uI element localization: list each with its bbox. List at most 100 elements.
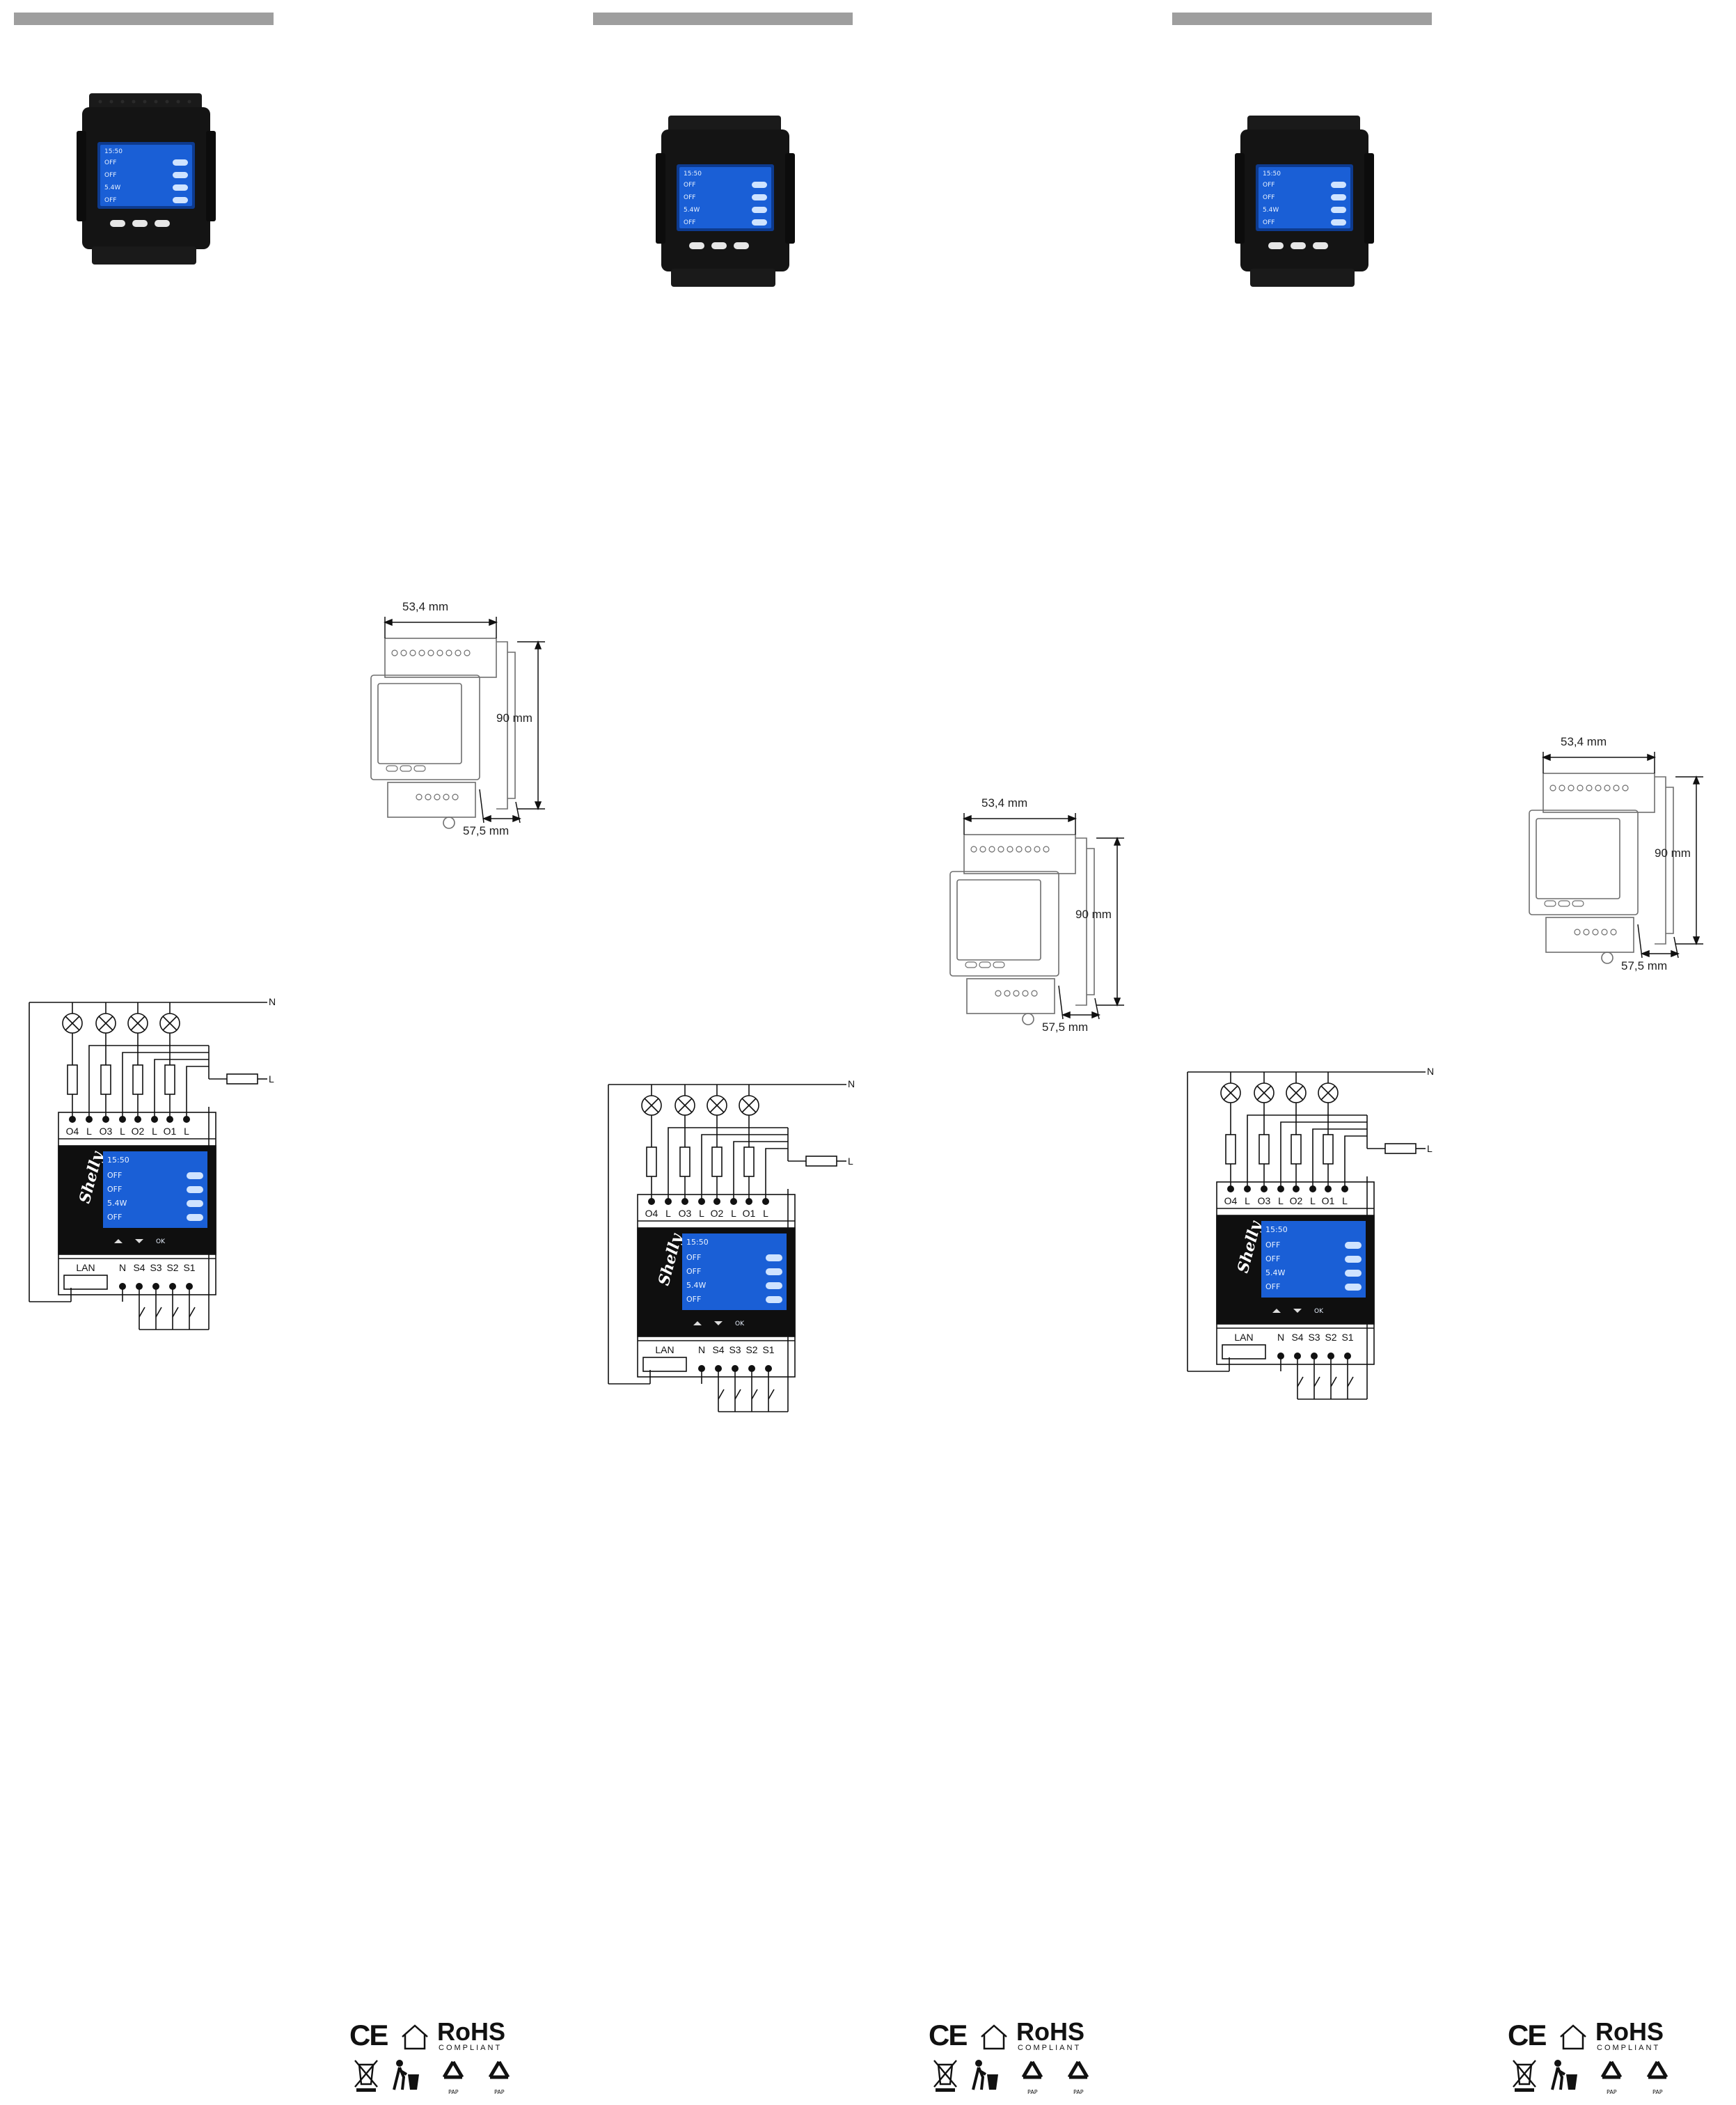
pap-label: PAP (1073, 2089, 1084, 2095)
terminal-o1: O1 (743, 1208, 756, 1219)
terminal-o3: O3 (1258, 1195, 1271, 1206)
lan-label: LAN (76, 1262, 95, 1273)
screen-time: 15:50 (1263, 171, 1281, 178)
certification-logos: CE RoHS COMPLIANT PAP PAP (1508, 2017, 1689, 2095)
screen-row-2: OFF (104, 172, 116, 179)
screen-time: 15:50 (684, 171, 702, 178)
terminal-s2: S2 (745, 1344, 757, 1355)
terminal-s3: S3 (150, 1262, 161, 1273)
terminal-o2: O2 (132, 1126, 145, 1137)
house-icon (1560, 2024, 1586, 2050)
terminal-l-1: L (1245, 1195, 1250, 1206)
width-label: 53,4 mm (1561, 735, 1607, 748)
screen-row-1: OFF (1265, 1240, 1280, 1249)
screen-row-4: OFF (107, 1213, 122, 1222)
pap-label: PAP (1027, 2089, 1038, 2095)
pap-label: PAP (448, 2089, 459, 2095)
screen-time: 15:50 (686, 1238, 709, 1247)
weee-bin-icon (1513, 2060, 1536, 2092)
terminal-s3: S3 (1308, 1332, 1320, 1343)
rohs-compliant: COMPLIANT (1018, 2044, 1082, 2052)
terminal-o4: O4 (645, 1208, 658, 1219)
terminal-n: N (698, 1344, 705, 1355)
screen-row-3: 5.4W (684, 207, 700, 214)
recycle-icon: PAP (1021, 2060, 1043, 2095)
terminal-l-4: L (184, 1126, 189, 1137)
recycle-icon: PAP (1600, 2060, 1623, 2095)
rohs-mark: RoHS (1016, 2017, 1084, 2046)
page-column-2: 15:50 OFF OFF 5.4W OFF (579, 0, 1157, 2105)
screen-row-4: OFF (1263, 219, 1275, 226)
terminal-s4: S4 (133, 1262, 145, 1273)
rohs-mark: RoHS (437, 2017, 505, 2046)
ce-mark: CE (1508, 2019, 1547, 2051)
terminal-l-4: L (1342, 1195, 1348, 1206)
neutral-label: N (269, 996, 276, 1007)
terminal-l-4: L (763, 1208, 768, 1219)
terminal-l-1: L (86, 1126, 92, 1137)
terminal-s2: S2 (166, 1262, 178, 1273)
terminal-s4: S4 (1291, 1332, 1303, 1343)
device-photo: 15:50 OFF OFF 5.4W OFF (656, 111, 795, 292)
screen-row-2: OFF (684, 194, 695, 201)
header-bar (593, 13, 853, 25)
recycle-icon: PAP (1646, 2060, 1668, 2095)
terminal-l-2: L (699, 1208, 704, 1219)
house-icon (402, 2024, 428, 2050)
terminal-o1: O1 (164, 1126, 177, 1137)
dimensions-drawing: 53,4 mm 90 mm 57,5 mm (1517, 735, 1719, 972)
screen-row-4: OFF (104, 197, 116, 204)
line-label: L (1427, 1143, 1433, 1154)
pap-label: PAP (1607, 2089, 1617, 2095)
tidy-man-icon (393, 2060, 419, 2090)
terminal-o4: O4 (66, 1126, 79, 1137)
header-bar (1172, 13, 1432, 25)
terminal-o1: O1 (1322, 1195, 1335, 1206)
screen-row-2: OFF (1263, 194, 1275, 201)
screen-row-4: OFF (686, 1295, 701, 1304)
device-photo: 15:50 OFF OFF 5.4W OFF (1235, 111, 1374, 292)
ce-mark: CE (349, 2019, 388, 2051)
terminal-n: N (119, 1262, 126, 1273)
width-label: 53,4 mm (402, 600, 449, 613)
ce-mark: CE (929, 2019, 968, 2051)
screen-row-1: OFF (104, 159, 116, 166)
screen-row-3: 5.4W (1263, 207, 1279, 214)
screen-row-2: OFF (107, 1185, 122, 1194)
wiring-diagram: N L O4 L O3 L O2 L O1 L LAN N S4 S3 S2 S… (1183, 1065, 1448, 1413)
device-photo: 15:50 OFF OFF 5.4W OFF (77, 89, 216, 270)
neutral-label: N (1427, 1066, 1434, 1077)
terminal-o3: O3 (100, 1126, 113, 1137)
height-label: 90 mm (1655, 846, 1691, 860)
screen-time: 15:50 (104, 148, 123, 155)
dimensions-drawing: 53,4 mm 90 mm 57,5 mm (358, 600, 560, 837)
screen-row-2: OFF (686, 1267, 701, 1276)
screen-row-3: 5.4W (107, 1199, 127, 1208)
certification-logos: CE RoHS COMPLIANT PAP PAP (929, 2017, 1110, 2095)
terminal-s1: S1 (762, 1344, 774, 1355)
page-column-1: 15:50 OFF OFF 5.4W OFF (0, 0, 578, 2105)
terminal-s3: S3 (729, 1344, 741, 1355)
weee-bin-icon (354, 2060, 378, 2092)
ok-label: OK (156, 1238, 166, 1245)
wiring-diagram: N L O4 L O3 L O2 L O1 L LAN N S4 S3 S2 S… (25, 995, 290, 1343)
screen-row-1: OFF (686, 1253, 701, 1262)
screen-time: 15:50 (1265, 1225, 1288, 1234)
terminal-s1: S1 (183, 1262, 195, 1273)
weee-bin-icon (933, 2060, 957, 2092)
page-column-3: 15:50 OFF OFF 5.4W OFF (1158, 0, 1736, 2105)
terminal-n: N (1277, 1332, 1284, 1343)
terminal-s2: S2 (1325, 1332, 1336, 1343)
screen-time: 15:50 (107, 1156, 129, 1165)
recycle-icon: PAP (488, 2060, 510, 2095)
terminal-l-3: L (152, 1126, 157, 1137)
rohs-mark: RoHS (1595, 2017, 1664, 2046)
terminal-l-1: L (665, 1208, 671, 1219)
neutral-label: N (848, 1078, 855, 1089)
depth-label: 57,5 mm (463, 824, 510, 837)
pap-label: PAP (1652, 2089, 1663, 2095)
wiring-diagram: N L O4 L O3 L O2 L O1 L LAN N S4 S3 S2 S… (604, 1078, 869, 1426)
terminal-s4: S4 (712, 1344, 724, 1355)
house-icon (981, 2024, 1007, 2050)
width-label: 53,4 mm (981, 796, 1028, 810)
